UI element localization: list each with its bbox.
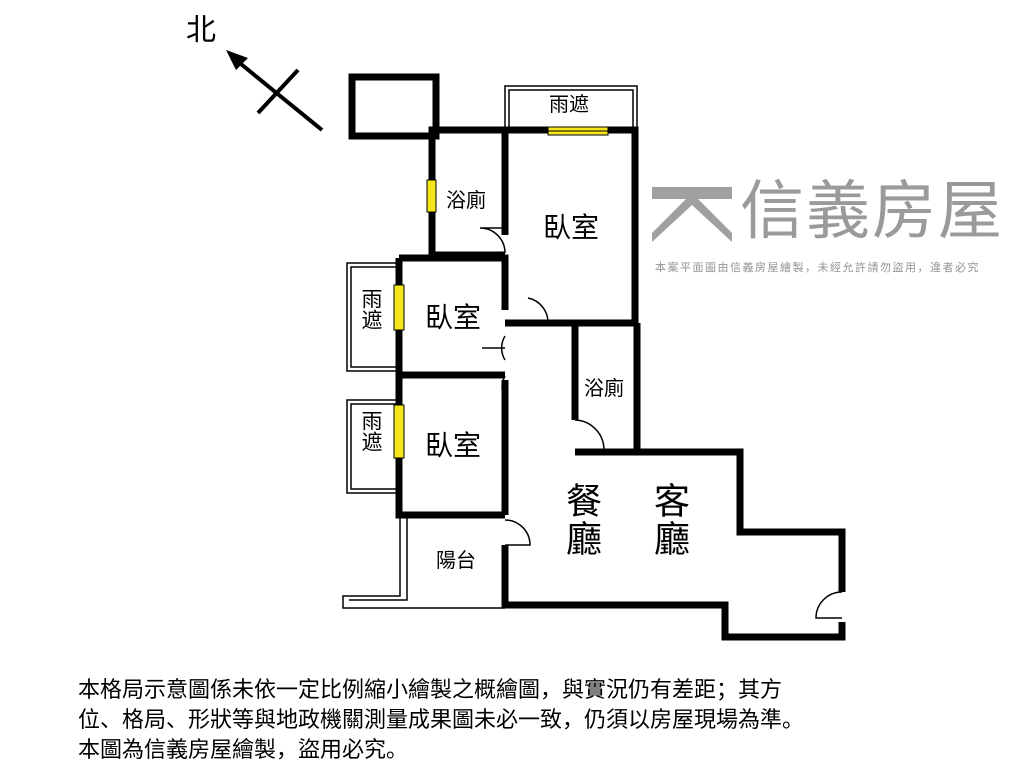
door-bedroom-3 (501, 375, 506, 399)
disclaimer-line-2: 位、格局、形狀等與地政機關測量成果圖未必一致，仍須以房屋現場為準。 (78, 708, 805, 733)
disclaimer: 本格局示意圖係未依一定比例縮小繪製之概繪圖，與實況仍有差距；其方 位、格局、形狀… (78, 676, 804, 766)
label-bedroom-2: 臥室 (425, 301, 482, 334)
watermark-brand: 信義房屋 (740, 175, 1004, 249)
door-bath-upper (479, 227, 506, 254)
label-bedroom-3: 臥室 (425, 429, 482, 462)
door-bath-lower (574, 419, 605, 451)
door-bedroom-2 (482, 335, 506, 361)
label-bath-lower: 浴廁 (584, 376, 624, 400)
wall-storage-box (348, 73, 440, 140)
label-dining: 餐廳 (560, 482, 601, 558)
label-rain-shelter-left-1: 雨遮 (359, 288, 383, 330)
balcony-outline (342, 515, 505, 609)
label-rain-shelter-left-2: 雨遮 (359, 410, 383, 452)
north-arrow-icon (226, 50, 324, 132)
disclaimer-line-3: 本圖為信義房屋繪製，盜用必究。 (78, 738, 409, 763)
doors (479, 227, 843, 619)
window-bath (426, 179, 437, 213)
label-balcony: 陽台 (436, 548, 476, 572)
label-bath-upper: 浴廁 (446, 188, 486, 212)
window-bedroom-2 (393, 284, 405, 331)
watermark-logo-icon (652, 187, 732, 242)
label-bedroom-master: 臥室 (543, 211, 600, 244)
door-entrance (815, 591, 843, 619)
watermark-notice: 本案平面圖由信義房屋繪製，未經允許請勿盜用，違者必究 (655, 261, 980, 274)
windows (393, 126, 609, 459)
label-living: 客廳 (648, 482, 689, 558)
door-balcony (504, 519, 531, 546)
window-bedroom-3 (393, 404, 405, 459)
walls (348, 73, 846, 641)
door-bedroom-master (527, 297, 549, 323)
north-label: 北 (186, 13, 216, 48)
disclaimer-line-1: 本格局示意圖係未依一定比例縮小繪製之概繪圖，與實況仍有差距；其方 (78, 678, 783, 703)
label-rain-shelter-top: 雨遮 (549, 92, 589, 116)
